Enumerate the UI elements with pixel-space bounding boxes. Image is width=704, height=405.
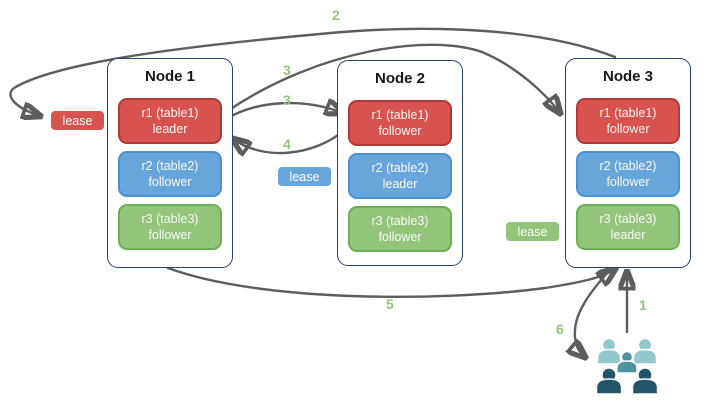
replica-label: r2 (table2): [371, 160, 429, 175]
step-label-4: 4: [283, 136, 291, 152]
replica-r1-node2: r1 (table1) follower: [348, 100, 452, 146]
arrow-step-5-leader-to-gateway: [166, 268, 615, 298]
node-2-replicas: r1 (table1) follower r2 (table2) leader …: [348, 100, 452, 259]
node-2-title: Node 2: [374, 70, 425, 87]
replica-r2-node1: r2 (table2) follower: [118, 151, 222, 197]
user-icon: [596, 337, 622, 365]
node-1-title: Node 1: [144, 68, 195, 85]
replica-label: r3 (table3): [371, 213, 429, 228]
replica-r3-node2: r3 (table3) follower: [348, 206, 452, 252]
user-icon: [616, 350, 638, 374]
replica-role: leader: [382, 177, 418, 191]
step-label-5: 5: [386, 296, 394, 312]
step-label-2: 2: [332, 7, 340, 23]
replica-r2-node3: r2 (table2) follower: [576, 151, 680, 197]
node-2: Node 2 r1 (table1) follower r2 (table2) …: [337, 60, 463, 266]
replica-r2-node2: r2 (table2) leader: [348, 153, 452, 199]
lease-badge-r1: lease: [50, 110, 105, 131]
node-1: Node 1 r1 (table1) leader r2 (table2) fo…: [107, 58, 233, 268]
node-1-replicas: r1 (table1) leader r2 (table2) follower …: [118, 98, 222, 257]
step-label-6: 6: [556, 321, 564, 337]
arrow-step-2-gateway-to-leaseholder: [9, 27, 617, 116]
replica-label: r1 (table1): [371, 107, 429, 122]
step-label-3b: 3: [283, 92, 291, 108]
replica-r3-node1: r3 (table3) follower: [118, 204, 222, 250]
replica-role: follower: [378, 124, 422, 138]
replica-role: follower: [606, 175, 650, 189]
replica-role: leader: [152, 122, 188, 136]
replica-label: r3 (table3): [141, 211, 199, 226]
users-group-icon: [596, 337, 659, 395]
replica-label: r2 (table2): [599, 158, 657, 173]
node-3-title: Node 3: [602, 68, 653, 85]
user-icon: [596, 367, 623, 395]
node-3: Node 3 r1 (table1) follower r2 (table2) …: [565, 58, 691, 268]
user-icon: [632, 337, 658, 365]
replica-role: follower: [148, 228, 192, 242]
replica-r3-node3: r3 (table3) leader: [576, 204, 680, 250]
lease-badge-r2: lease: [277, 166, 332, 187]
lease-badge-r3: lease: [505, 221, 560, 242]
replica-role: follower: [148, 175, 192, 189]
replica-role: follower: [378, 230, 422, 244]
step-label-3a: 3: [283, 62, 291, 78]
replica-label: r1 (table1): [141, 105, 199, 120]
replica-label: r3 (table3): [599, 211, 657, 226]
node-3-replicas: r1 (table1) follower r2 (table2) followe…: [576, 98, 680, 257]
user-icon: [631, 367, 659, 395]
replica-r1-node3: r1 (table1) follower: [576, 98, 680, 144]
replica-label: r1 (table1): [599, 105, 657, 120]
replica-label: r2 (table2): [141, 158, 199, 173]
replica-r1-node1: r1 (table1) leader: [118, 98, 222, 144]
replica-role: follower: [606, 122, 650, 136]
replica-role: leader: [610, 228, 646, 242]
step-label-1: 1: [639, 297, 647, 313]
